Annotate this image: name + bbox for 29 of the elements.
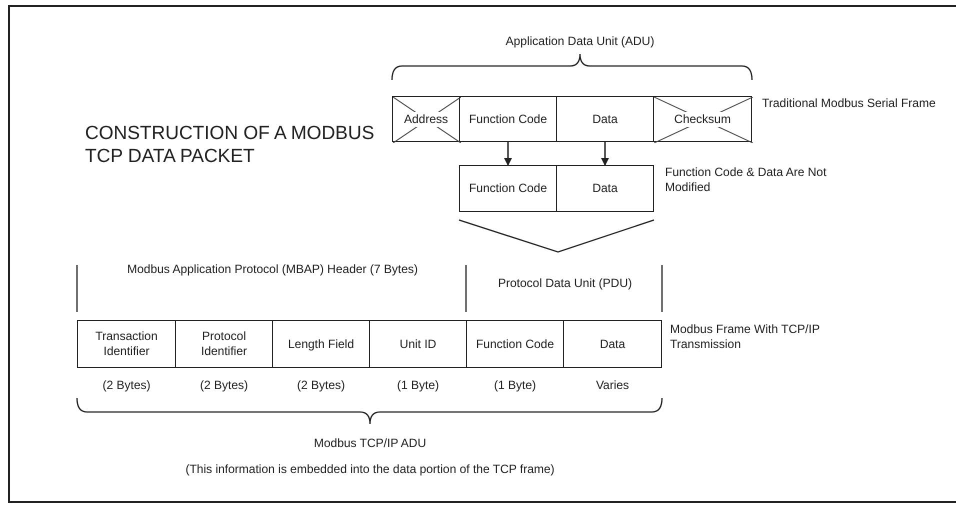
frame-field: Transaction Identifier	[77, 320, 176, 368]
frame-field: Data	[563, 320, 662, 368]
label-text: (2 Bytes)	[101, 378, 152, 393]
label-text: Varies	[594, 378, 630, 393]
arrow	[504, 142, 512, 166]
frame-field: Length Field	[272, 320, 370, 368]
label-text: Traditional Modbus Serial Frame	[762, 96, 937, 111]
label-text: (This information is embedded into the data portion of the TCP frame)	[184, 462, 556, 477]
label-text: (1 Byte)	[396, 378, 440, 393]
crossed-out-field: Checksum	[653, 96, 752, 142]
crossed-out-field: Address	[392, 96, 460, 142]
frame-field: Function Code	[459, 96, 557, 142]
label-text: Function Code & Data Are Not Modified	[665, 165, 828, 195]
frame-field: Data	[556, 96, 654, 142]
label-text: Modbus Application Protocol (MBAP) Header (7 Bytes)	[126, 262, 419, 277]
frame-field: Unit ID	[369, 320, 467, 368]
label-text: (2 Bytes)	[296, 378, 346, 393]
label-text: (2 Bytes)	[198, 378, 249, 393]
label-text: Modbus Frame With TCP/IP Transmission	[670, 322, 821, 352]
label-text: (1 Byte)	[492, 378, 537, 393]
title: CONSTRUCTION OF A MODBUS TCP DATA PACKET	[85, 122, 376, 168]
label-text: Application Data Unit (ADU)	[504, 34, 656, 49]
arrow	[601, 142, 609, 166]
frame-field: Function Code	[466, 320, 564, 368]
label-text: Modbus TCP/IP ADU	[312, 436, 428, 451]
label-text: Protocol Data Unit (PDU)	[496, 276, 634, 291]
frame-field: Protocol Identifier	[175, 320, 273, 368]
frame-field: Data	[556, 165, 654, 212]
frame-field: Function Code	[459, 165, 557, 212]
